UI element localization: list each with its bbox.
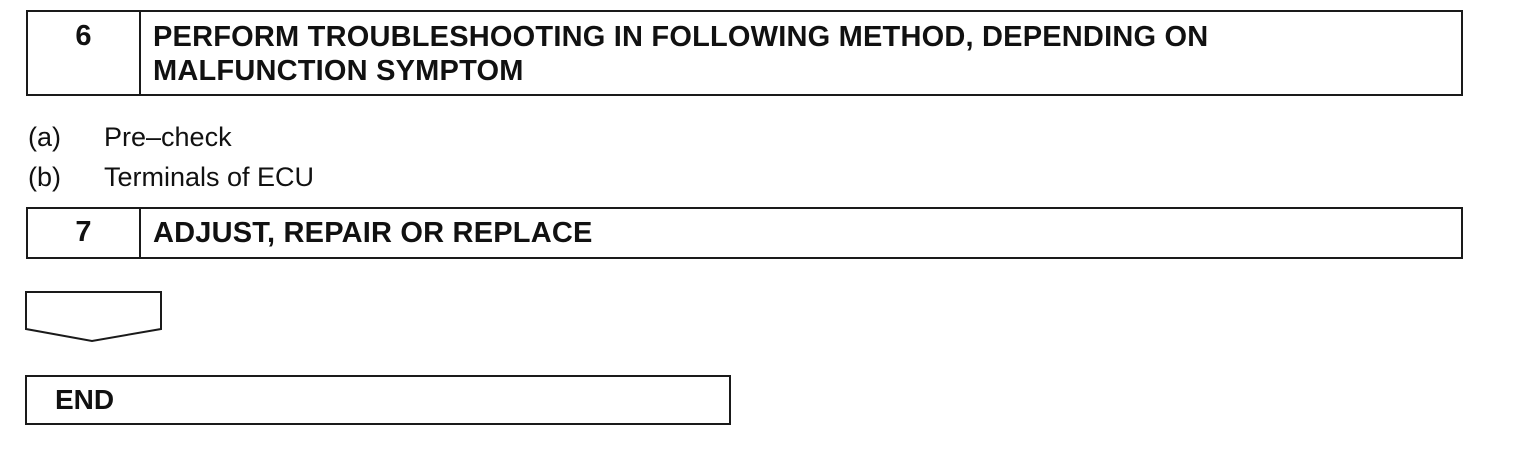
substep-b: (b) Terminals of ECU (28, 162, 314, 193)
end-box: END (25, 375, 731, 425)
substep-b-text: Terminals of ECU (104, 162, 315, 192)
next-step-arrow-icon (24, 290, 164, 349)
step-6-title: PERFORM TROUBLESHOOTING IN FOLLOWING MET… (141, 12, 1461, 94)
step-7-title: ADJUST, REPAIR OR REPLACE (153, 217, 593, 249)
step-6-title-line-1: PERFORM TROUBLESHOOTING IN FOLLOWING MET… (153, 21, 1209, 53)
step-6-number: 6 (28, 12, 141, 94)
substep-a-letter: (a) (28, 122, 61, 152)
step-6-title-line-2: MALFUNCTION SYMPTOM (153, 55, 524, 87)
step-7-box: 7 ADJUST, REPAIR OR REPLACE (26, 207, 1463, 259)
step-6-box: 6 PERFORM TROUBLESHOOTING IN FOLLOWING M… (26, 10, 1463, 96)
end-label: END (55, 384, 115, 415)
substep-a-text: Pre–check (104, 122, 232, 152)
substep-b-letter: (b) (28, 162, 61, 192)
step-7-number: 7 (28, 209, 141, 257)
substep-a: (a) Pre–check (28, 122, 232, 153)
